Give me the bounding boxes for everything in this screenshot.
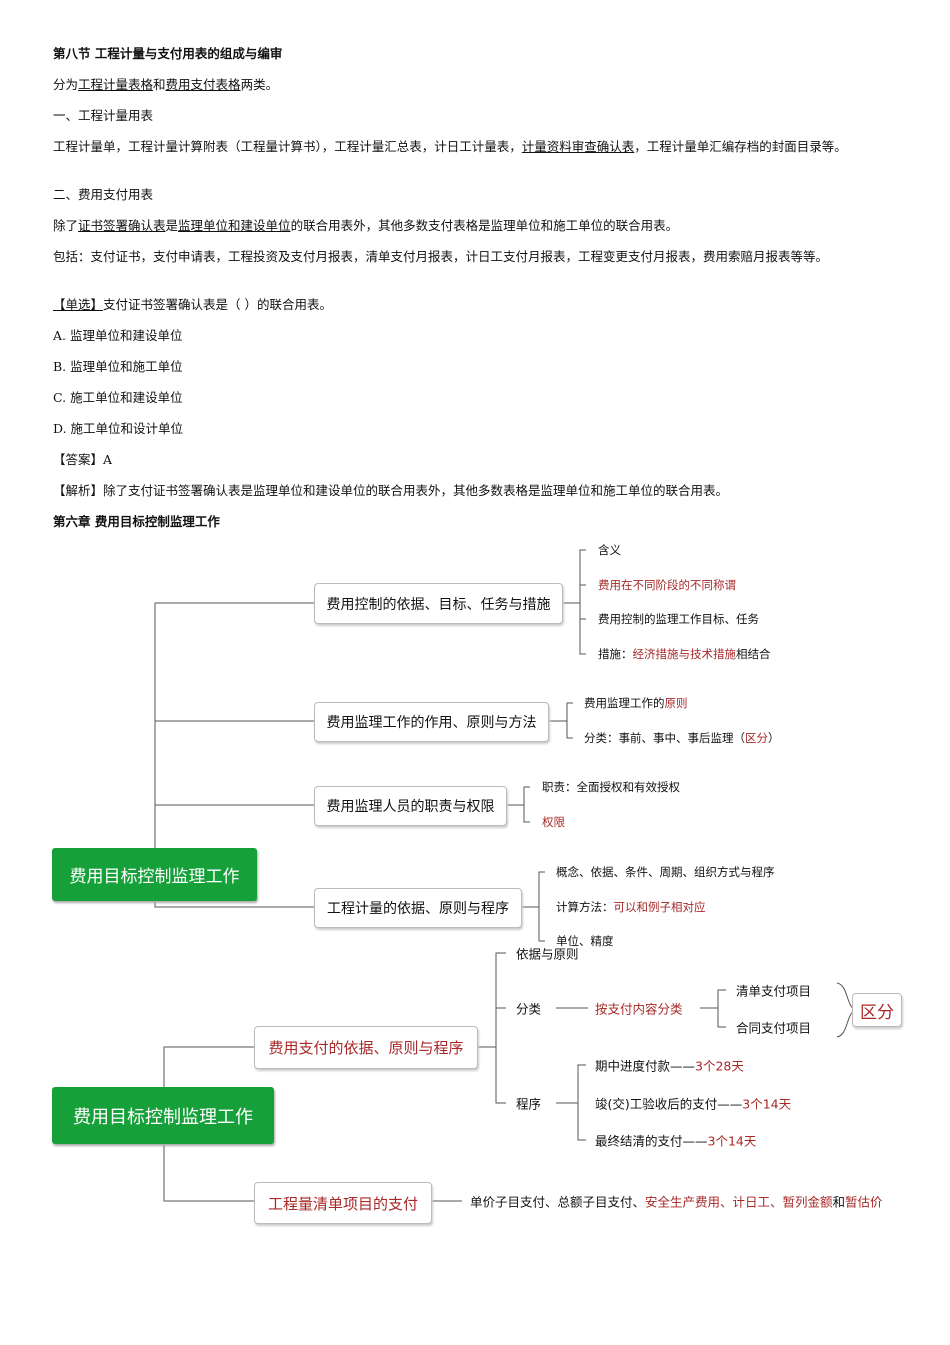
subheading: 二、费用支付用表 [53,187,154,202]
section-heading: 第八节 工程计量与支付用表的组成与编审 [53,46,283,61]
text-segment: 3个14天 [742,1096,792,1112]
text-segment: 分类：事前、事中、事后监理（ [584,731,745,745]
map1-leaf: 费用监理工作的原则 [584,695,688,711]
option-d: D. 施工单位和设计单位 [53,421,184,436]
text-segment: 计算方法： [556,900,614,914]
map1-leaf: 计算方法：可以和例子相对应 [556,899,706,915]
text-segment: 单价子目支付、总额子目支付、 [470,1194,646,1210]
answer: 【答案】A [53,452,113,467]
text-segment: 期中进度付款—— [595,1058,696,1074]
basis-leaf: 依据与原则 [516,946,579,962]
question: 【单选】支付证书签署确认表是（ ）的联合用表。 [53,297,898,312]
map1-root-node: 费用目标控制监理工作 [52,848,257,901]
text-segment: 费用监理工作的 [584,696,665,710]
classify-item: 清单支付项目 [736,983,812,999]
text-segment: 和 [832,1194,846,1210]
text-segment: 3个28天 [695,1058,744,1074]
classify-leaf: 分类 [516,1001,542,1017]
text-segment: 暂估价 [845,1194,883,1210]
text-segment: 监理单位和建设单位 [178,218,291,233]
text-segment: 的联合用表外，其他多数支付表格是监理单位和施工单位的联合用表。 [290,218,679,233]
text-segment: 和 [153,77,166,92]
map1-leaf: 费用在不同阶段的不同称谓 [598,577,736,593]
classify-item: 合同支付项目 [736,1020,812,1036]
chapter-heading: 第六章 费用目标控制监理工作 [53,514,220,529]
text-segment: 相结合 [736,647,771,661]
text-segment: 工程计量表格 [78,77,154,92]
procedure-item: 最终结清的支付——3个14天 [595,1131,756,1150]
map1-branch-node: 费用监理工作的作用、原则与方法 [314,702,549,742]
map1-branch-node: 费用控制的依据、目标、任务与措施 [314,583,563,624]
text-segment: 区分 [745,731,768,745]
text-segment: 分为 [53,77,79,92]
distinguish-node: 区分 [852,993,902,1027]
paragraph: 分为工程计量表格和费用支付表格两类。 [53,77,898,92]
map2-branch-payment-node: 费用支付的依据、原则与程序 [254,1026,478,1069]
paragraph: 包括：支付证书，支付申请表，工程投资及支付月报表，清单支付月报表，计日工支付月报… [53,249,898,264]
analysis: 【解析】除了支付证书签署确认表是监理单位和建设单位的联合用表外，其他多数表格是监… [53,483,729,498]
text-segment: 可以和例子相对应 [613,900,706,914]
paragraph: 工程计量单，工程计量计算附表（工程量计算书），工程计量汇总表，计日工计量表，计量… [53,139,898,154]
option-b: B. 监理单位和施工单位 [53,359,183,374]
text-segment: 含义 [598,543,621,557]
map1-leaf: 措施：经济措施与技术措施相结合 [598,646,771,662]
text-segment: 单位、精度 [556,934,614,948]
procedure-item: 竣(交)工验收后的支付——3个14天 [595,1094,791,1113]
map2-root-node: 费用目标控制监理工作 [52,1087,274,1144]
classify-by-leaf: 按支付内容分类 [595,1001,683,1017]
map1-leaf: 概念、依据、条件、周期、组织方式与程序 [556,864,775,880]
text-segment: 支付证书签署确认表是（ ）的联合用表。 [103,297,332,312]
text-segment: 经济措施与技术措施 [632,647,737,661]
text-segment: 包括：支付证书，支付申请表，工程投资及支付月报表，清单支付月报表，计日工支付月报… [53,249,829,264]
text-segment: 权限 [542,815,565,829]
option-a: A. 监理单位和建设单位 [53,328,183,343]
text-segment: 费用支付表格 [165,77,241,92]
map1-leaf: 权限 [542,814,565,830]
text-segment: 是 [165,218,179,233]
map1-branch-node: 工程计量的依据、原则与程序 [314,888,522,928]
bill-payment-detail: 单价子目支付、总额子目支付、安全生产费用、计日工、暂列金额和暂估价 [470,1192,883,1211]
text-segment: ） [768,731,780,745]
text-segment: 措施： [598,647,633,661]
text-segment: 证书签署确认表 [78,218,166,233]
procedure-leaf: 程序 [516,1096,542,1112]
map1-leaf: 职责：全面授权和有效授权 [542,779,680,795]
option-c: C. 施工单位和建设单位 [53,390,183,405]
map1-leaf: 分类：事前、事中、事后监理（区分） [584,730,780,746]
subheading: 一、工程计量用表 [53,108,154,123]
map2-branch-bill-node: 工程量清单项目的支付 [254,1182,432,1224]
text-segment: 竣(交)工验收后的支付—— [595,1096,743,1112]
text-segment: 费用控制的监理工作目标、任务 [598,612,759,626]
map1-branch-node: 费用监理人员的职责与权限 [314,786,507,826]
map1-leaf: 含义 [598,542,621,558]
text-segment: 概念、依据、条件、周期、组织方式与程序 [556,865,775,879]
text-segment: ，工程计量单汇编存档的封面目录等。 [634,139,847,154]
text-segment: 除了 [53,218,79,233]
text-segment: 最终结清的支付—— [595,1133,708,1149]
text-segment: 计量资料审查确认表 [521,139,635,154]
paragraph: 除了证书签署确认表是监理单位和建设单位的联合用表外，其他多数支付表格是监理单位和… [53,218,898,233]
text-segment: 职责：全面授权和有效授权 [542,780,680,794]
text-segment: 安全生产费用、计日工、暂列金额 [645,1194,833,1210]
text-segment: 工程计量单，工程计量计算附表（工程量计算书），工程计量汇总表，计日工计量表， [53,139,522,154]
text-segment: 【单选】 [53,297,104,312]
text-segment: 两类。 [240,77,279,92]
procedure-item: 期中进度付款——3个28天 [595,1056,744,1075]
text-segment: 3个14天 [707,1133,757,1149]
text-segment: 费用在不同阶段的不同称谓 [598,578,736,592]
map1-leaf: 费用控制的监理工作目标、任务 [598,611,759,627]
map1-leaf: 单位、精度 [556,933,614,949]
text-segment: 原则 [664,696,688,710]
